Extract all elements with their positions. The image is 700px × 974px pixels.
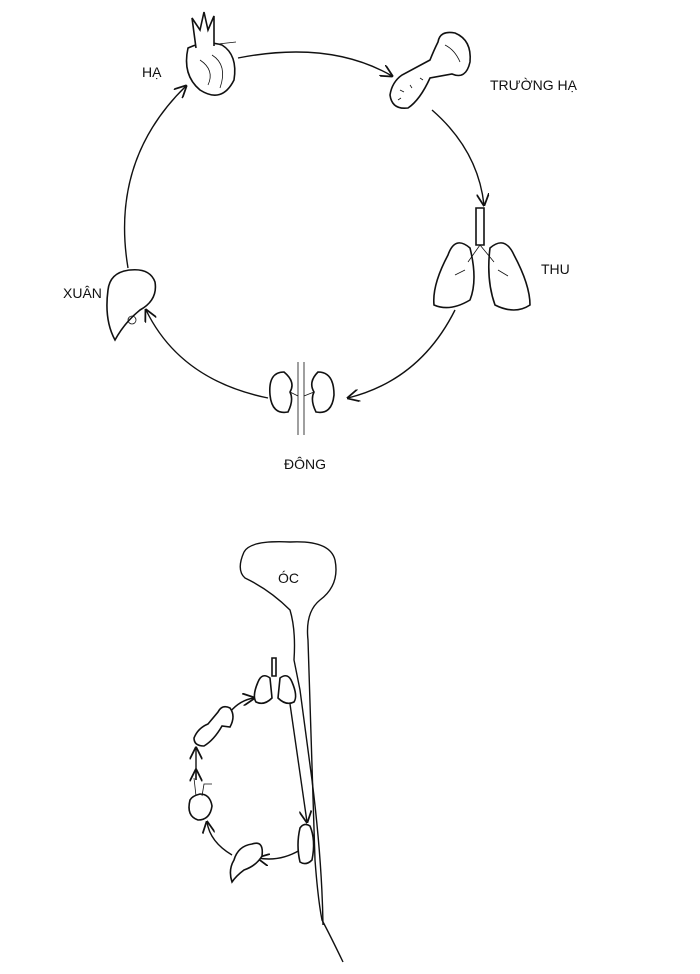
- arrow-pancreas-to-lungs-small: [229, 698, 254, 713]
- label-summer: HẠ: [142, 64, 162, 80]
- small-heart-icon: [188, 777, 213, 821]
- small-liver-icon: [229, 842, 264, 884]
- label-late-summer: TRƯỜNG HẠ: [490, 77, 578, 93]
- pancreas-icon: [389, 31, 472, 110]
- arrow-pancreas-to-lungs: [431, 109, 484, 205]
- label-brain: ÓC: [278, 570, 299, 586]
- small-lungs-icon: [253, 657, 297, 705]
- lungs-icon: [432, 207, 531, 311]
- cycle-arrows: [123, 51, 484, 399]
- arrow-kidneys-to-liver: [146, 310, 269, 399]
- small-kidney-icon: [297, 823, 315, 865]
- arrow-spine-to-kidney: [289, 703, 307, 822]
- arrow-liver-to-heart: [123, 86, 186, 269]
- small-pancreas-icon: [193, 705, 234, 747]
- label-autumn: THU: [541, 261, 570, 277]
- label-winter: ĐÔNG: [284, 456, 326, 472]
- arrow-kidney-to-liver: [258, 849, 301, 859]
- kidneys-icon: [268, 362, 335, 435]
- arrow-lungs-to-kidneys: [348, 309, 456, 398]
- heart-icon: [185, 11, 237, 96]
- liver-icon: [106, 268, 157, 342]
- arrow-heart-to-pancreas: [237, 51, 392, 76]
- arrow-liver-to-heart-small: [207, 822, 233, 856]
- label-spring: XUÂN: [63, 285, 102, 301]
- brain-spinal-cord: [239, 541, 344, 963]
